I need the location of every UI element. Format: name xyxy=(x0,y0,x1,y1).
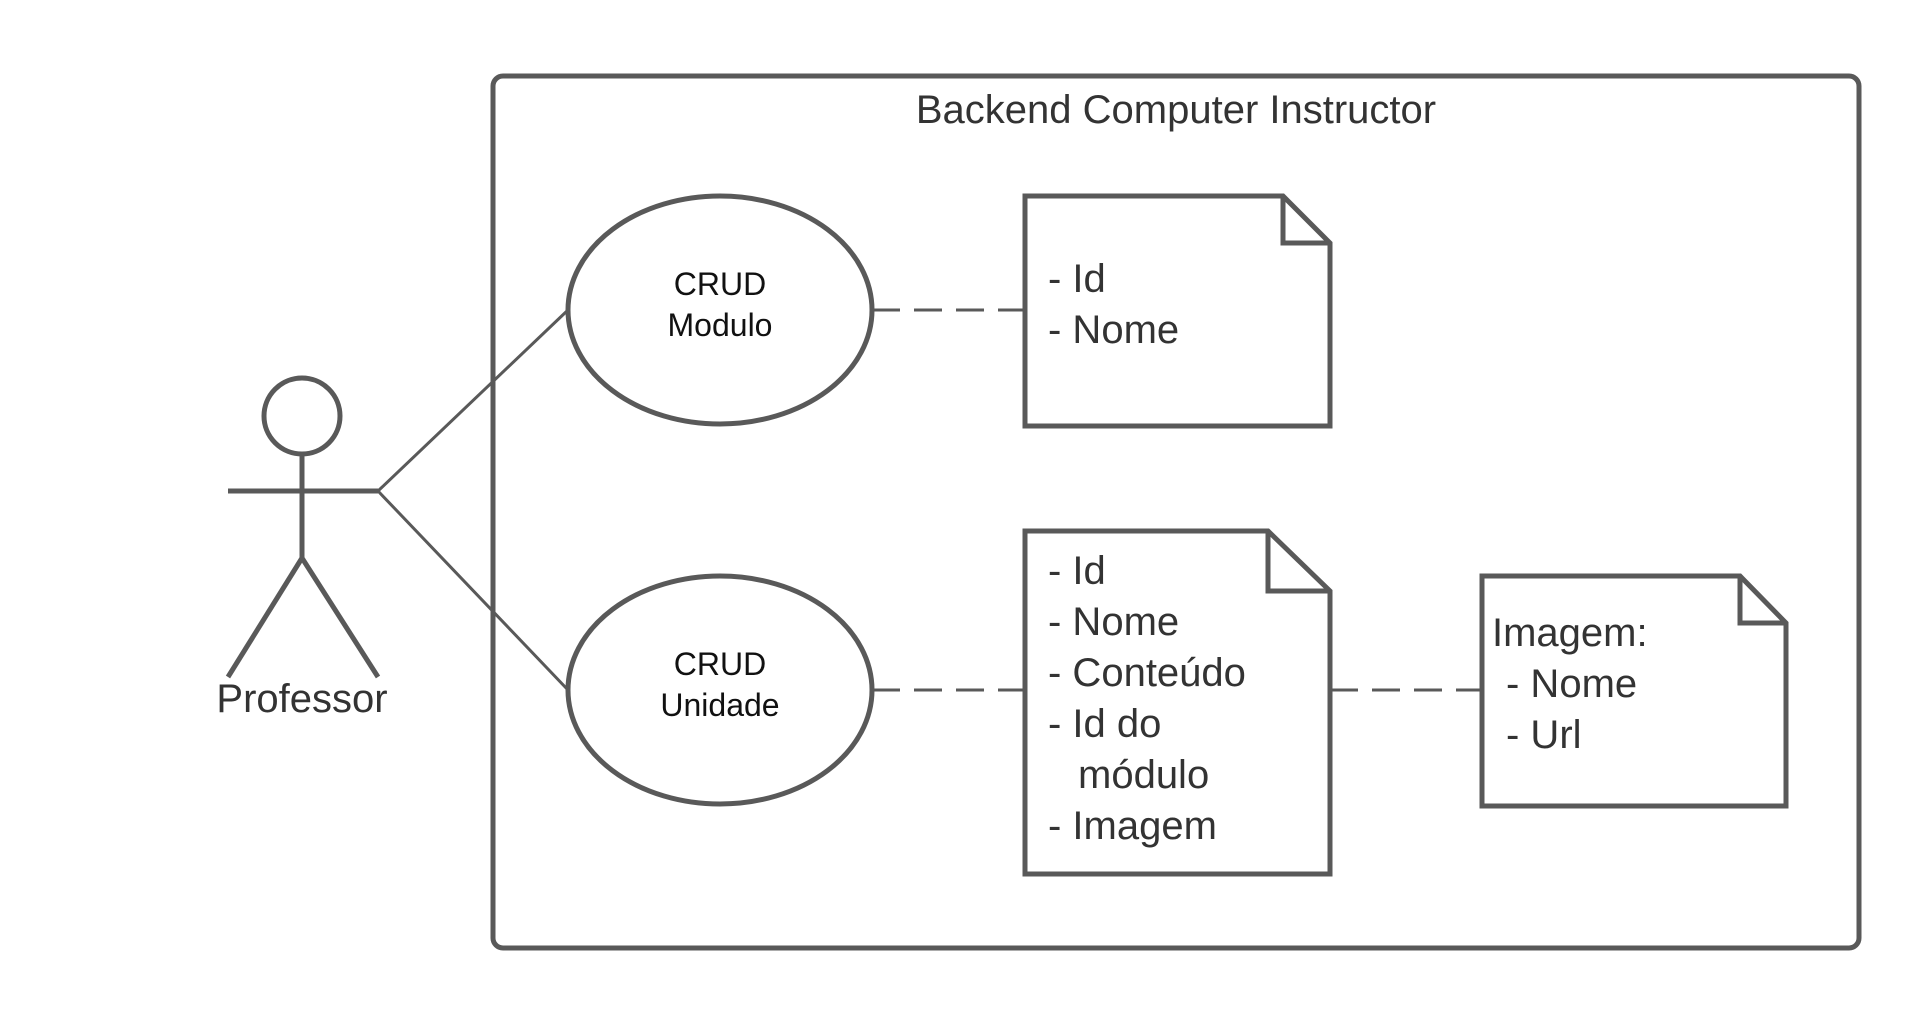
note-line: - Nome xyxy=(1048,600,1179,644)
note-unidade: - Id - Nome - Conteúdo - Id do módulo - Image… xyxy=(1022,528,1333,877)
note-shape xyxy=(1479,573,1789,809)
use-case-label-line1: CRUD xyxy=(674,646,766,682)
actor-name: Professor xyxy=(216,677,387,721)
use-case-label-line2: Modulo xyxy=(668,307,773,343)
note-line: - Conteúdo xyxy=(1048,651,1246,695)
note-shape xyxy=(1022,193,1333,429)
note-line: - Id xyxy=(1048,257,1106,301)
note-line: módulo xyxy=(1078,753,1209,797)
note-line: Imagem: xyxy=(1492,611,1648,655)
note-lines: - Id - Nome - Conteúdo - Id do módulo - Image… xyxy=(1048,549,1246,848)
association-unidade xyxy=(376,489,570,692)
system-boundary-frame xyxy=(490,73,1862,951)
note-shape xyxy=(1022,528,1333,877)
use-case-label-line2: Unidade xyxy=(660,687,779,723)
system-title: Backend Computer Instructor xyxy=(916,88,1436,132)
note-fold xyxy=(1737,576,1786,626)
note-line: - Imagem xyxy=(1048,804,1217,848)
use-case-label-line1: CRUD xyxy=(674,266,766,302)
note-lines: Imagem: - Nome - Url xyxy=(1492,611,1648,757)
actor-right-leg xyxy=(299,556,381,679)
use-case-crud-unidade: CRUD Unidade xyxy=(565,573,875,807)
note-modulo: - Id - Nome xyxy=(1022,193,1333,429)
actor-head xyxy=(261,375,343,457)
actor-professor: Professor xyxy=(216,375,388,721)
association-modulo xyxy=(376,308,570,493)
note-line: - Nome xyxy=(1506,662,1637,706)
note-fold xyxy=(1280,196,1330,246)
use-case-crud-modulo: CRUD Modulo xyxy=(565,193,875,427)
system-boundary: Backend Computer Instructor xyxy=(490,73,1862,951)
note-line: - Nome xyxy=(1048,308,1179,352)
note-fold xyxy=(1265,531,1330,594)
actor-left-leg xyxy=(225,556,305,679)
note-imagem: Imagem: - Nome - Url xyxy=(1479,573,1789,809)
note-line: - Id xyxy=(1048,549,1106,593)
note-line: - Url xyxy=(1506,713,1582,757)
note-lines: - Id - Nome xyxy=(1048,257,1179,352)
note-line: - Id do xyxy=(1048,702,1161,746)
